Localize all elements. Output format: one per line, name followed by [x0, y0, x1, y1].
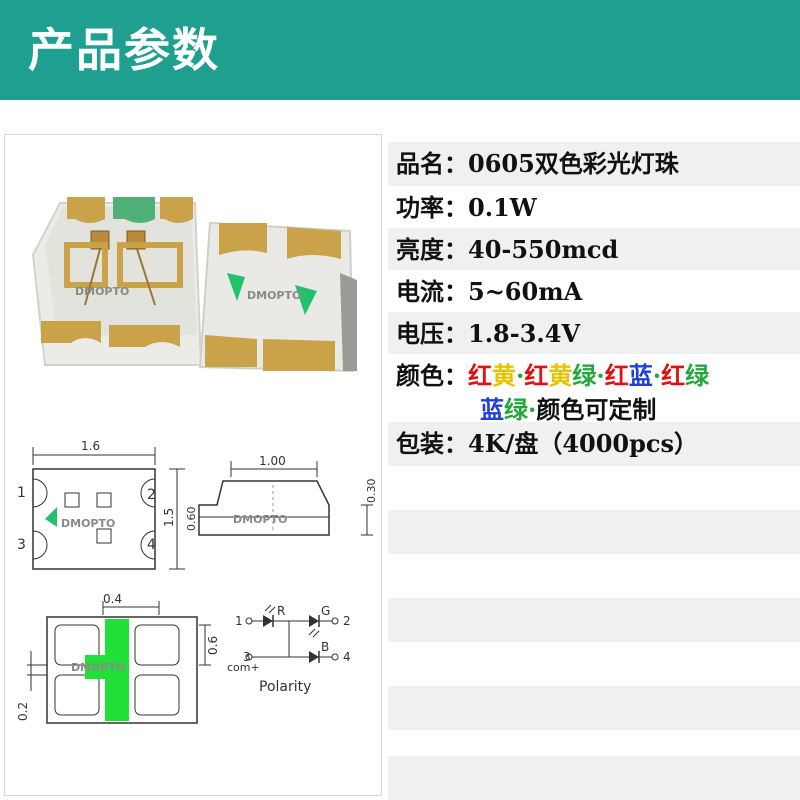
dim-profile-width: 1.00 — [259, 454, 286, 468]
page-title: 产品参数 — [28, 23, 220, 77]
pin-label-4: 4 — [147, 537, 156, 553]
pad-layout-drawing: 0.4 DMOPTO 0.6 0.2 — [16, 592, 220, 724]
polarity-pin-3: 3 — [243, 650, 251, 664]
color-opt-red: 红 — [468, 361, 492, 390]
color-opt-green: 绿 — [685, 361, 710, 390]
spec-label-voltage: 电压： — [396, 320, 468, 348]
spec-label-power: 功率： — [396, 194, 468, 222]
watermark-text: DMOPTO — [75, 285, 129, 298]
spec-row-voltage: 电压：1.8-3.4V — [388, 312, 800, 356]
spec-row-brightness: 亮度：40-550mcd — [388, 228, 800, 272]
color-opt-red: 红 — [524, 361, 549, 390]
spec-value-power: 0.1W — [468, 193, 537, 222]
led-photo-left: DMOPTO — [31, 197, 203, 366]
product-illustration: DMOPTO DMOPTO 1.6 — [16, 197, 378, 724]
polarity-b: B — [321, 640, 329, 654]
spec-row-blank — [388, 756, 800, 800]
spec-label-current: 电流： — [396, 278, 468, 306]
spec-value-current: 5~60mA — [468, 277, 583, 306]
spec-row-current: 电流：5~60mA — [388, 270, 800, 314]
color-opt-blue: 蓝 — [480, 395, 504, 424]
watermark-text: DMOPTO — [71, 661, 125, 674]
dim-top-width: 1.6 — [81, 439, 100, 453]
spec-label-package: 包装： — [396, 430, 468, 458]
polarity-label: Polarity — [259, 679, 311, 695]
color-opt-red: 红 — [661, 361, 686, 390]
spec-row-power: 功率：0.1W — [388, 186, 800, 230]
polarity-r: R — [277, 604, 285, 618]
dim-pad-gap: 0.2 — [16, 702, 30, 721]
polarity-com: com+ — [227, 661, 260, 674]
spec-row-blank — [388, 686, 800, 730]
spec-row-blank — [388, 554, 800, 598]
spec-row-package: 包装：4K/盘（4000pcs） — [388, 422, 800, 466]
color-opt-red: 红 — [604, 361, 629, 390]
polarity-diagram: 1 2 3 4 R G B com+ Polarity — [227, 604, 351, 695]
color-opt-blue: 蓝 — [628, 361, 653, 390]
color-opt-yellow: 黄 — [548, 361, 573, 390]
color-sep: · — [528, 395, 537, 424]
color-sep: · — [596, 361, 605, 390]
color-sep: · — [516, 361, 525, 390]
dim-inner-height: 0.60 — [185, 507, 198, 532]
pin-label-3: 3 — [17, 537, 26, 553]
spec-value-package: 4K/盘（4000pcs） — [468, 429, 699, 458]
color-customizable: 颜色可定制 — [536, 396, 657, 424]
color-opt-yellow: 黄 — [492, 361, 516, 390]
spec-label-brightness: 亮度： — [396, 236, 468, 264]
spec-row-blank — [388, 642, 800, 686]
spec-value-name: 0605双色彩光灯珠 — [468, 149, 679, 178]
pin-label-1: 1 — [17, 485, 26, 501]
spec-row-blank — [388, 598, 800, 642]
spec-row-name: 品名：0605双色彩光灯珠 — [388, 142, 800, 186]
polarity-pin-4: 4 — [343, 650, 351, 664]
spec-row-blank — [388, 510, 800, 554]
spec-value-voltage: 1.8-3.4V — [468, 319, 581, 348]
dim-pad-height: 0.6 — [206, 636, 220, 655]
color-sep: · — [652, 361, 662, 390]
polarity-pin-2: 2 — [343, 614, 351, 628]
spec-label-name: 品名： — [396, 150, 468, 178]
led-photo-right: DMOPTO — [198, 221, 357, 373]
polarity-g: G — [321, 604, 330, 618]
product-image-panel: DMOPTO DMOPTO 1.6 — [4, 134, 382, 796]
color-opt-green: 绿 — [572, 361, 597, 390]
dim-side-height: 1.5 — [162, 508, 176, 527]
polarity-pin-1: 1 — [235, 614, 243, 628]
top-view-drawing: 1.6 DMOPTO 1 2 3 4 1.5 — [17, 439, 185, 570]
watermark-text: DMOPTO — [247, 289, 301, 302]
spec-row-color: 颜色：红黄·红黄绿·红蓝·红绿 蓝绿·颜色可定制 — [388, 354, 800, 434]
spec-label-color: 颜色： — [396, 362, 468, 390]
profile-view-drawing: 1.00 DMOPTO 0.60 0.30 — [185, 454, 378, 536]
watermark-text: DMOPTO — [233, 513, 287, 526]
color-opt-green: 绿 — [504, 395, 528, 424]
spec-row-blank — [388, 466, 800, 510]
pin-label-2: 2 — [147, 487, 156, 503]
spec-table: 品名：0605双色彩光灯珠 功率：0.1W 亮度：40-550mcd 电流：5~… — [388, 134, 800, 800]
dim-profile-height: 0.30 — [365, 479, 378, 504]
watermark-text: DMOPTO — [61, 517, 115, 530]
spec-value-brightness: 40-550mcd — [468, 235, 619, 264]
header-bar: 产品参数 — [0, 0, 800, 100]
dim-pad-width: 0.4 — [103, 592, 122, 606]
